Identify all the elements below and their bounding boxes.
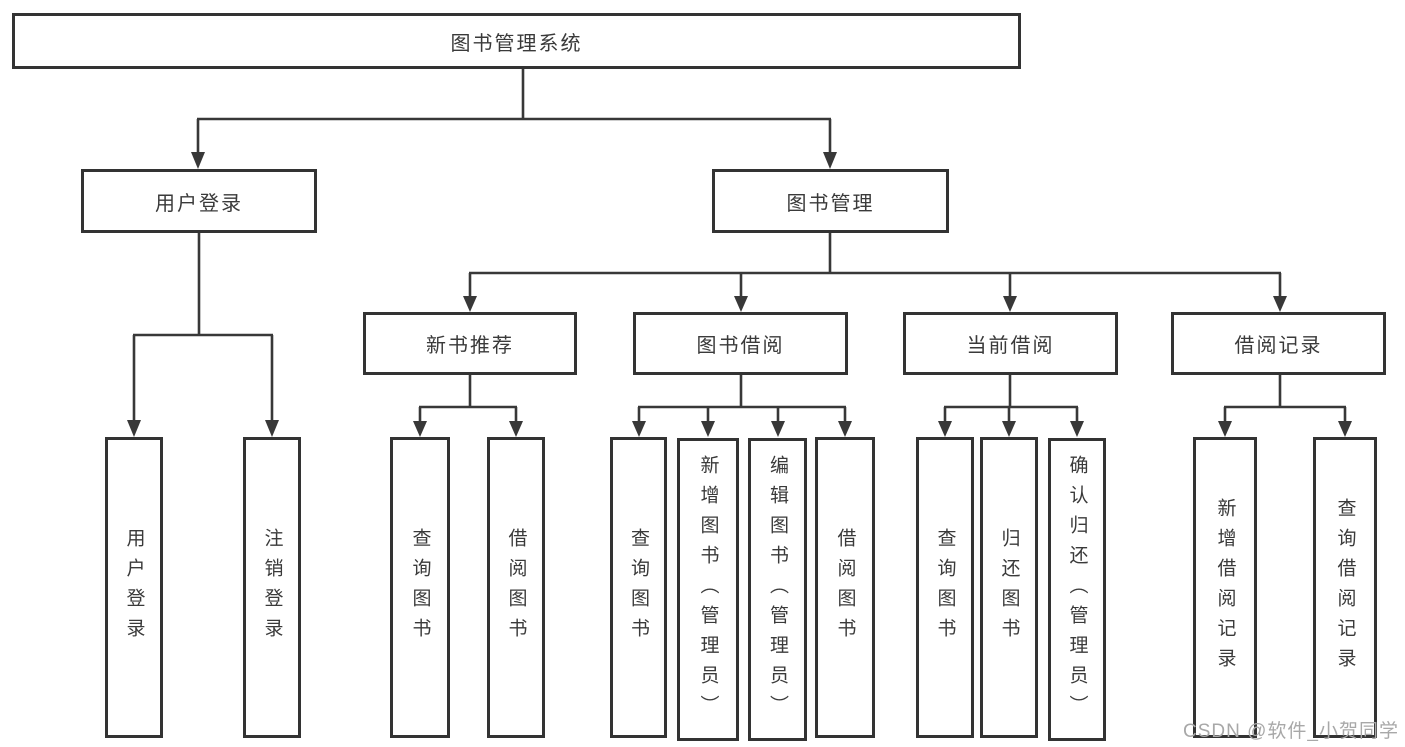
connector-borrow-record	[1218, 375, 1352, 437]
connector-book-management	[463, 233, 1287, 312]
leaf-record-add-label: 新增借阅记录	[1214, 497, 1236, 678]
node-book-borrow: 图书借阅	[633, 312, 848, 375]
node-root: 图书管理系统	[12, 13, 1021, 69]
leaf-borrow-borrow: 借阅图书	[815, 437, 875, 738]
leaf-current-return-label: 归还图书	[998, 527, 1020, 648]
leaf-borrow-add-admin: 新增图书（管理员）	[677, 438, 739, 741]
leaf-borrow-edit-admin: 编辑图书（管理员）	[748, 438, 807, 741]
connector-book-borrow	[632, 375, 852, 437]
leaf-newbook-borrow-label: 借阅图书	[505, 527, 527, 648]
leaf-record-query: 查询借阅记录	[1313, 437, 1377, 738]
node-root-label: 图书管理系统	[450, 32, 583, 55]
node-user-login: 用户登录	[81, 169, 317, 233]
node-book-borrow-label: 图书借阅	[696, 335, 785, 357]
leaf-user-login: 用户登录	[105, 437, 163, 738]
leaf-borrow-borrow-label: 借阅图书	[834, 527, 856, 648]
leaf-record-query-label: 查询借阅记录	[1334, 497, 1356, 678]
csdn-watermark: CSDN @软件_小贺同学	[1183, 721, 1399, 742]
leaf-current-query: 查询图书	[916, 437, 974, 738]
connector-new-book	[413, 375, 523, 437]
leaf-current-confirm-admin: 确认归还（管理员）	[1048, 438, 1106, 741]
leaf-borrow-query-label: 查询图书	[628, 527, 649, 648]
node-user-login-label: 用户登录	[155, 192, 243, 215]
node-borrow-record-label: 借阅记录	[1234, 335, 1323, 357]
leaf-current-confirm-admin-label: 确认归还（管理员）	[1066, 454, 1088, 725]
node-current-borrow-label: 当前借阅	[966, 335, 1055, 357]
leaf-logout-label: 注销登录	[261, 527, 283, 648]
leaf-newbook-borrow: 借阅图书	[487, 437, 545, 738]
node-current-borrow: 当前借阅	[903, 312, 1118, 375]
leaf-record-add: 新增借阅记录	[1193, 437, 1257, 738]
leaf-newbook-query-label: 查询图书	[409, 527, 431, 648]
leaf-logout: 注销登录	[243, 437, 301, 738]
node-borrow-record: 借阅记录	[1171, 312, 1386, 375]
node-new-book-recommend-label: 新书推荐	[426, 335, 514, 357]
connector-user-login	[127, 233, 279, 437]
leaf-newbook-query: 查询图书	[390, 437, 450, 738]
connector-root	[191, 68, 837, 169]
leaf-borrow-edit-admin-label: 编辑图书（管理员）	[767, 454, 788, 725]
connector-current-borrow	[938, 375, 1084, 437]
node-book-management-label: 图书管理	[786, 192, 875, 215]
leaf-current-return: 归还图书	[980, 437, 1038, 738]
node-book-management: 图书管理	[712, 169, 949, 233]
node-new-book-recommend: 新书推荐	[363, 312, 577, 375]
leaf-current-query-label: 查询图书	[934, 527, 956, 648]
leaf-user-login-label: 用户登录	[123, 527, 145, 648]
leaf-borrow-query: 查询图书	[610, 437, 667, 738]
leaf-borrow-add-admin-label: 新增图书（管理员）	[697, 454, 719, 725]
